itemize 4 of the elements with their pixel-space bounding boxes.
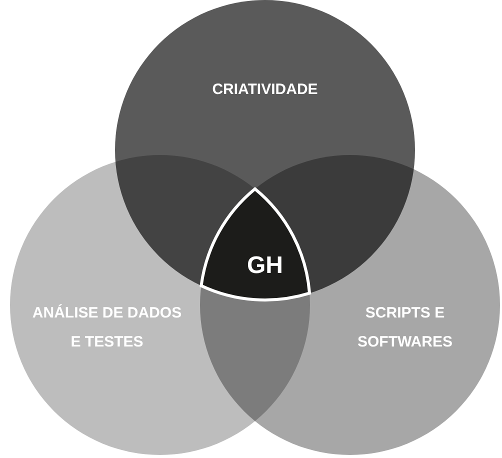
center-label: GH (247, 252, 283, 280)
circle-label: SCRIPTS E SOFTWARES (356, 304, 454, 352)
circle-label: CRIATIVIDADE (211, 80, 319, 100)
circle-label: ANÁLISE DE DADOS E TESTES (31, 303, 183, 352)
